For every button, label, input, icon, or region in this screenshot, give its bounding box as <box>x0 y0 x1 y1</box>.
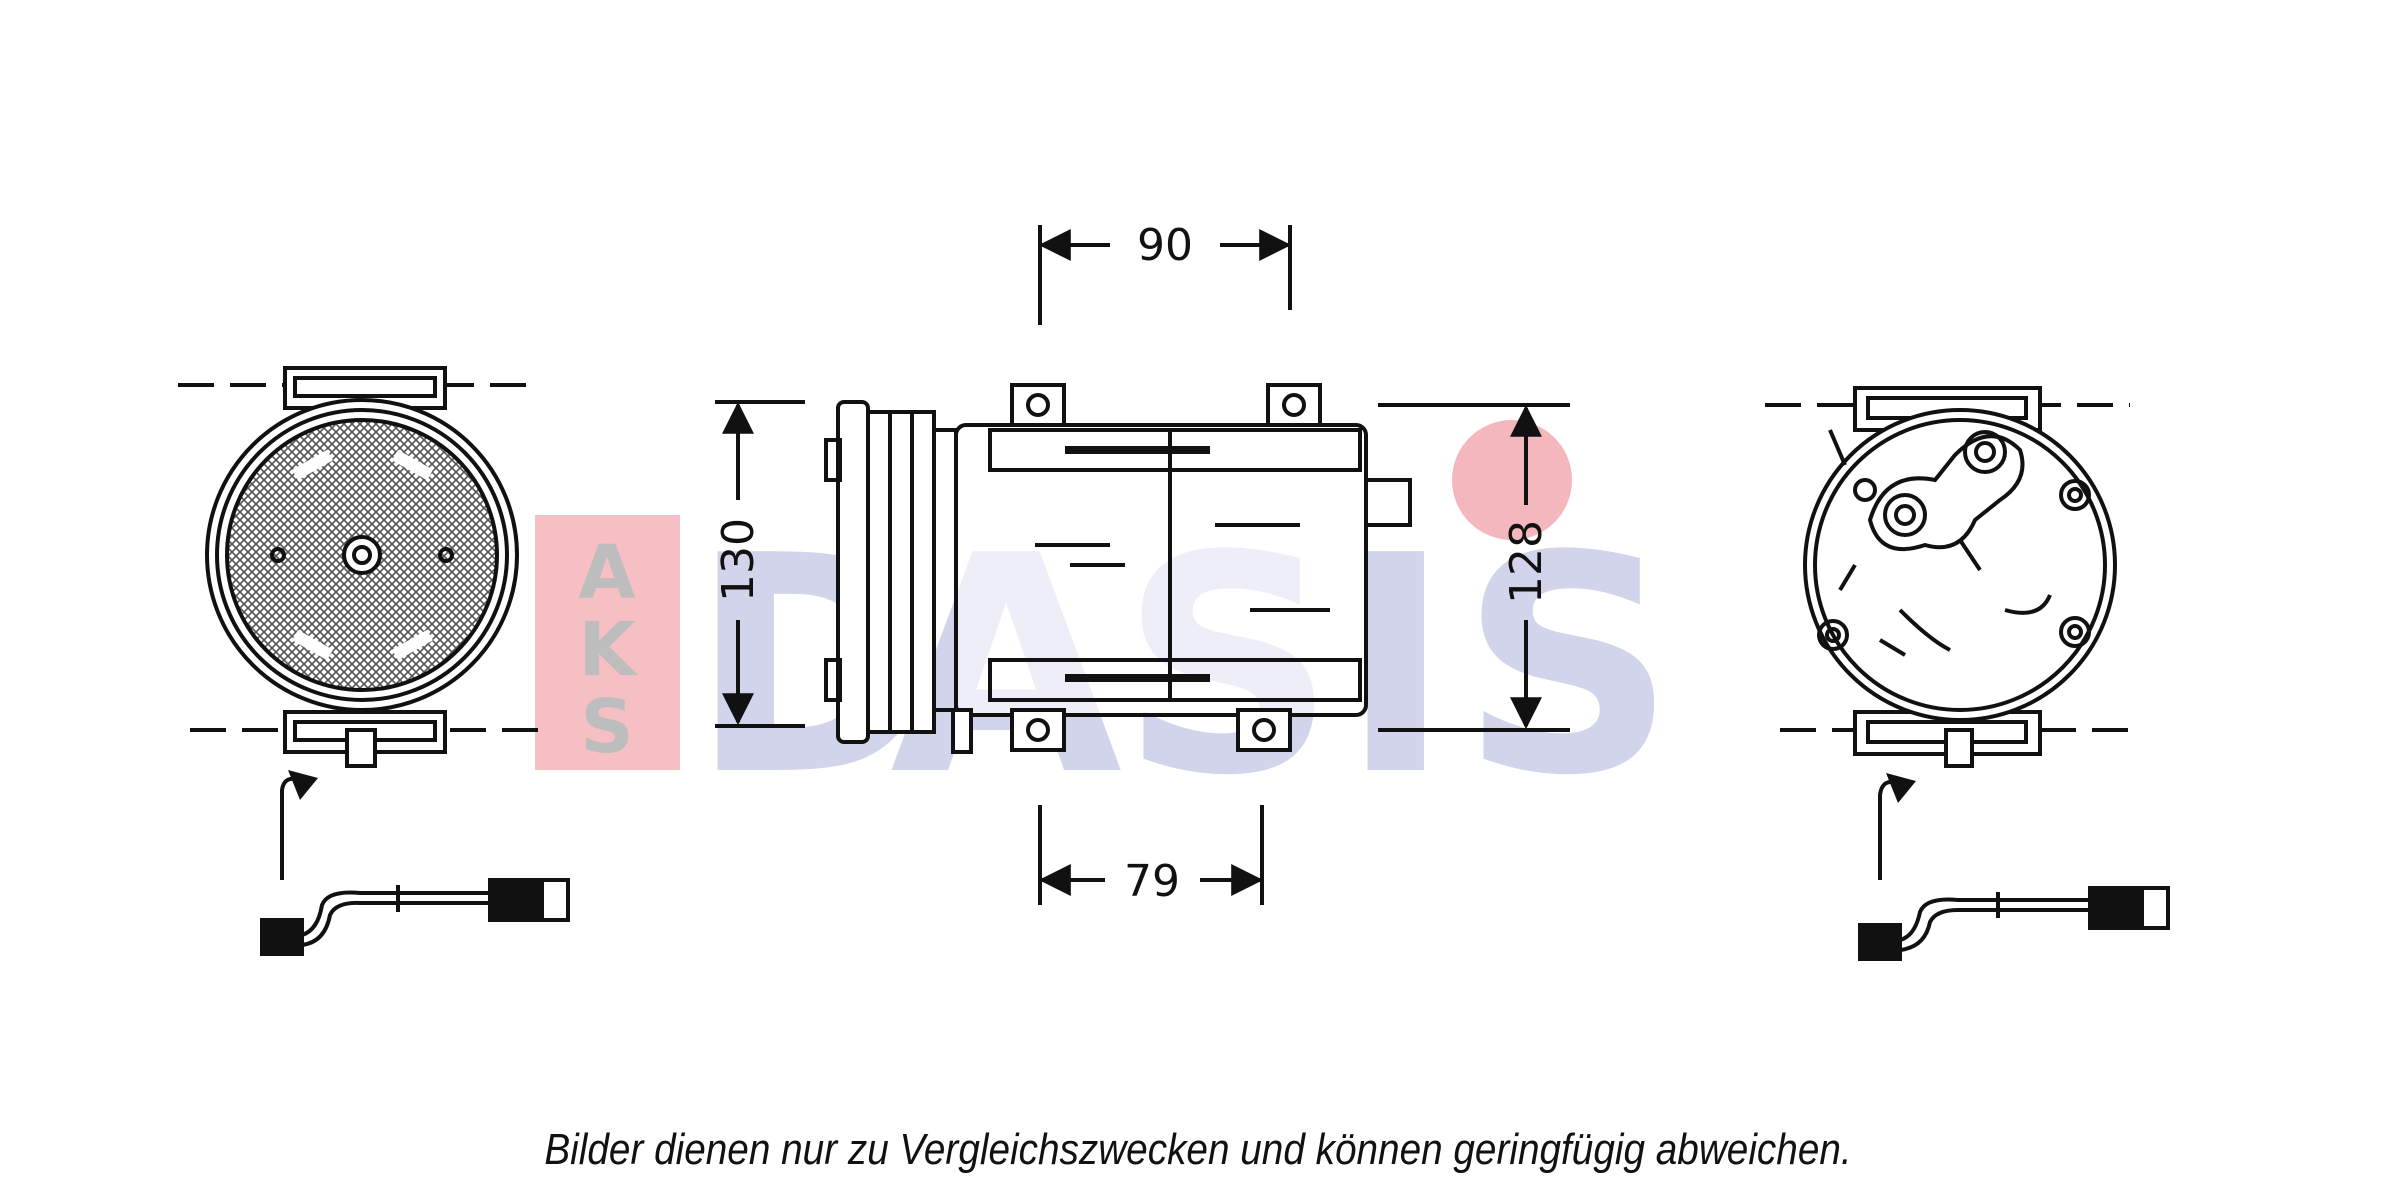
dim-left-height: 130 <box>713 518 764 602</box>
front-view <box>178 366 570 956</box>
dasis-i-dot <box>1452 420 1572 540</box>
dim-top-width: 90 <box>1137 220 1193 271</box>
dimension-arrows <box>722 229 1542 896</box>
dim-bottom-width: 79 <box>1124 856 1180 907</box>
rear-view <box>1765 386 2170 961</box>
aks-letter-a: A <box>578 530 635 616</box>
dasis-letter-s2: S <box>1460 492 1676 841</box>
aks-letter-s: S <box>580 684 633 770</box>
disclaimer-text: Bilder dienen nur zu Vergleichszwecken u… <box>544 1125 1852 1174</box>
dim-right-height: 128 <box>1501 520 1552 604</box>
side-view <box>715 225 1570 905</box>
aks-letter-k: K <box>578 607 638 693</box>
aks-watermark: A K S <box>535 515 680 770</box>
